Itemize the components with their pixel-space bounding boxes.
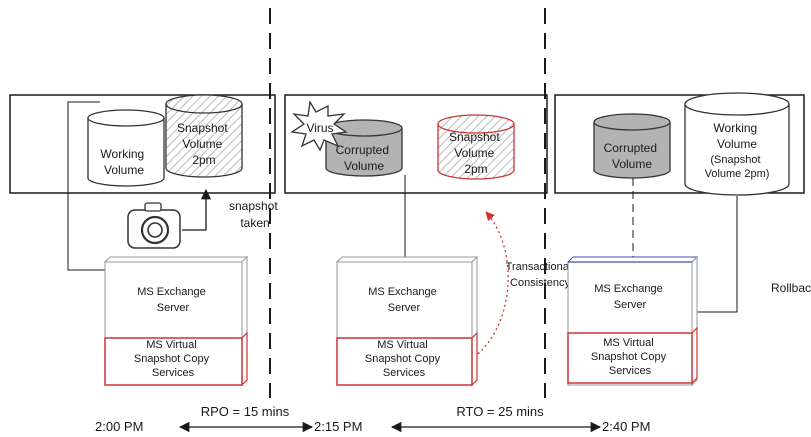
consistency-arrow [469, 211, 509, 361]
svg-text:MS Virtual Snapshot: MS Virtual Snapshot Copy Services [365, 339, 443, 379]
svg-text:Working Volume: Working Volume [100, 147, 147, 177]
snapshot-taken-label: taken [240, 216, 269, 230]
working-volume-label: Volume [717, 137, 757, 151]
panel-215pm: Corrupted Volume Virus Snapshot Volume 2… [284, 94, 575, 387]
working-volume: Working Volume (Snapshot Volume 2pm) [684, 92, 790, 196]
server-label: MS Exchange [594, 283, 662, 295]
exchange-server: MS Exchange Server MS Virtual Snapshot C… [566, 255, 699, 387]
svg-text:Transactional Consistenc: Transactional Consistency [506, 261, 575, 289]
rollback-connector [692, 196, 738, 313]
virus-label: Virus [306, 121, 333, 135]
svg-text:MS Virtual Snapshot: MS Virtual Snapshot Copy Services [134, 339, 212, 379]
corrupted-volume-label: Volume [344, 159, 384, 173]
vss-label: Services [152, 367, 195, 379]
svg-text:Working Volume: Working Volume [713, 121, 760, 151]
rpo-label: RPO = 15 mins [201, 404, 290, 419]
corrupted-volume: Corrupted Volume [593, 113, 671, 179]
transactional-label: Consistency [510, 277, 570, 289]
vss-label: Snapshot Copy [365, 353, 441, 365]
panel-frame [9, 94, 276, 194]
server-label: MS Exchange [368, 286, 436, 298]
snapshot-arrow [182, 188, 212, 231]
working-volume-label: Volume 2pm) [705, 168, 770, 180]
camera-icon [127, 202, 181, 249]
snapshot-volume-label: Snapshot [449, 130, 500, 144]
corrupted-volume-label: Corrupted [336, 143, 389, 157]
snapshot-taken-label: snapshot [229, 199, 278, 213]
panel-2pm: Working Volume Snapshot Volume 2pm snaps… [9, 94, 281, 387]
snapshot-volume-label: Volume [454, 146, 494, 160]
virus-burst-icon: Virus [290, 100, 348, 152]
vss-label: Snapshot Copy [591, 351, 667, 363]
time-label-3: 2:40 PM [602, 419, 650, 434]
snapshot-volume: Snapshot Volume 2pm [165, 94, 243, 178]
svg-text:(Snapshot Volume 2pm): (Snapshot Volume 2pm) [705, 154, 770, 180]
vss-box: MS Virtual Snapshot Copy Services [336, 331, 478, 386]
corrupted-volume-label: Corrupted [604, 141, 657, 155]
corrupted-volume-label: Volume [612, 157, 652, 171]
svg-text:snapshot taken: snapshot taken [229, 199, 281, 230]
server-label: Server [157, 302, 190, 314]
vss-box: MS Virtual Snapshot Copy Services [567, 326, 698, 384]
vss-label: Services [609, 365, 652, 377]
time-label-1: 2:00 PM [95, 419, 143, 434]
svg-text:Snapshot Volume: Snapshot Volume 2pm [449, 130, 503, 176]
timeline: 2:00 PM RPO = 15 mins 2:15 PM RTO = 25 m… [95, 404, 650, 434]
transactional-label: Transactional [506, 261, 572, 273]
svg-text:MS Exchange Server: MS Exchange Server [594, 283, 666, 311]
vss-label: Services [383, 367, 426, 379]
snapshot-volume-label: 2pm [464, 162, 487, 176]
working-volume-label: (Snapshot [710, 154, 760, 166]
working-volume: Working Volume [87, 109, 165, 187]
svg-text:Corrupted Volume: Corrupted Volume [336, 143, 393, 173]
server-label: MS Exchange [137, 286, 205, 298]
vss-label: MS Virtual [377, 339, 428, 351]
snapshot-volume-label: 2pm [192, 153, 215, 167]
server-label: Server [614, 299, 647, 311]
vss-box: MS Virtual Snapshot Copy Services [104, 331, 248, 386]
rollback-label: Rollback [771, 281, 811, 295]
panel-240pm: Corrupted Volume Working Volume (Snapsho… [554, 92, 811, 387]
vss-label: MS Virtual [603, 337, 654, 349]
rto-label: RTO = 25 mins [456, 404, 544, 419]
exchange-server: MS Exchange Server MS Virtual Snapshot C… [103, 255, 249, 387]
exchange-server: MS Exchange Server MS Virtual Snapshot C… [335, 255, 479, 387]
vss-label: Snapshot Copy [134, 353, 210, 365]
svg-text:Corrupted Volume: Corrupted Volume [604, 141, 661, 171]
vss-label: MS Virtual [146, 339, 197, 351]
working-volume-label: Volume [104, 163, 144, 177]
panel-frame [554, 94, 805, 194]
time-label-2: 2:15 PM [314, 419, 362, 434]
working-volume-label: Working [100, 147, 144, 161]
server-label: Server [388, 302, 421, 314]
server-volume-connector [67, 101, 105, 271]
svg-text:MS Exchange Server: MS Exchange Server [368, 286, 440, 314]
svg-text:MS Virtual Snapshot: MS Virtual Snapshot Copy Services [591, 337, 669, 377]
svg-text:MS Exchange Server: MS Exchange Server [137, 286, 209, 314]
snapshot-volume: Snapshot Volume 2pm [437, 114, 515, 180]
svg-text:Snapshot Volume: Snapshot Volume 2pm [177, 121, 231, 167]
snapshot-volume-label: Volume [182, 137, 222, 151]
panel-frame [284, 94, 548, 194]
snapshot-volume-label: Snapshot [177, 121, 228, 135]
working-volume-label: Working [713, 121, 757, 135]
